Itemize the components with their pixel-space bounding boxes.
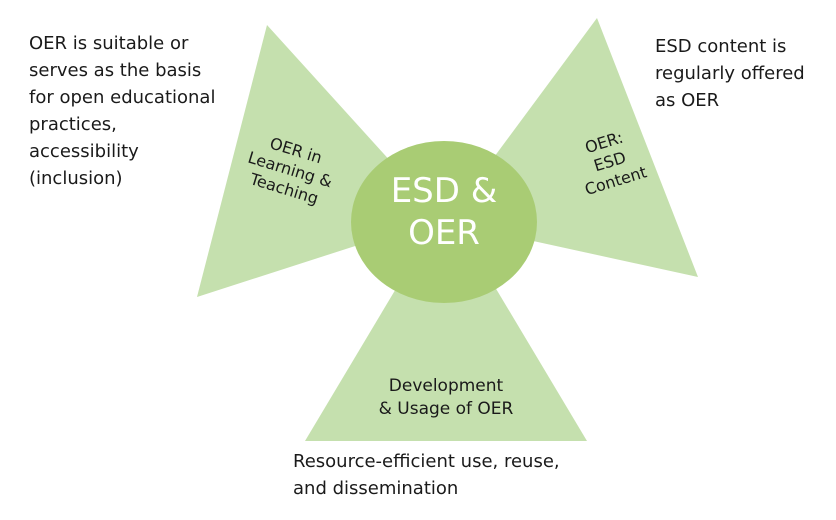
- description-learning-teaching: OER is suitable or serves as the basis f…: [29, 33, 216, 189]
- description-esd-content: ESD content is regularly offered as OER: [655, 36, 805, 111]
- segment-label-development-usage: Development & Usage of OER: [378, 376, 514, 419]
- description-development-usage: Resource-efficient use, reuse, and disse…: [293, 451, 560, 499]
- triangle-development-usage: [305, 205, 587, 441]
- center-label: ESD & OER: [390, 171, 498, 253]
- center-circle: [351, 141, 537, 303]
